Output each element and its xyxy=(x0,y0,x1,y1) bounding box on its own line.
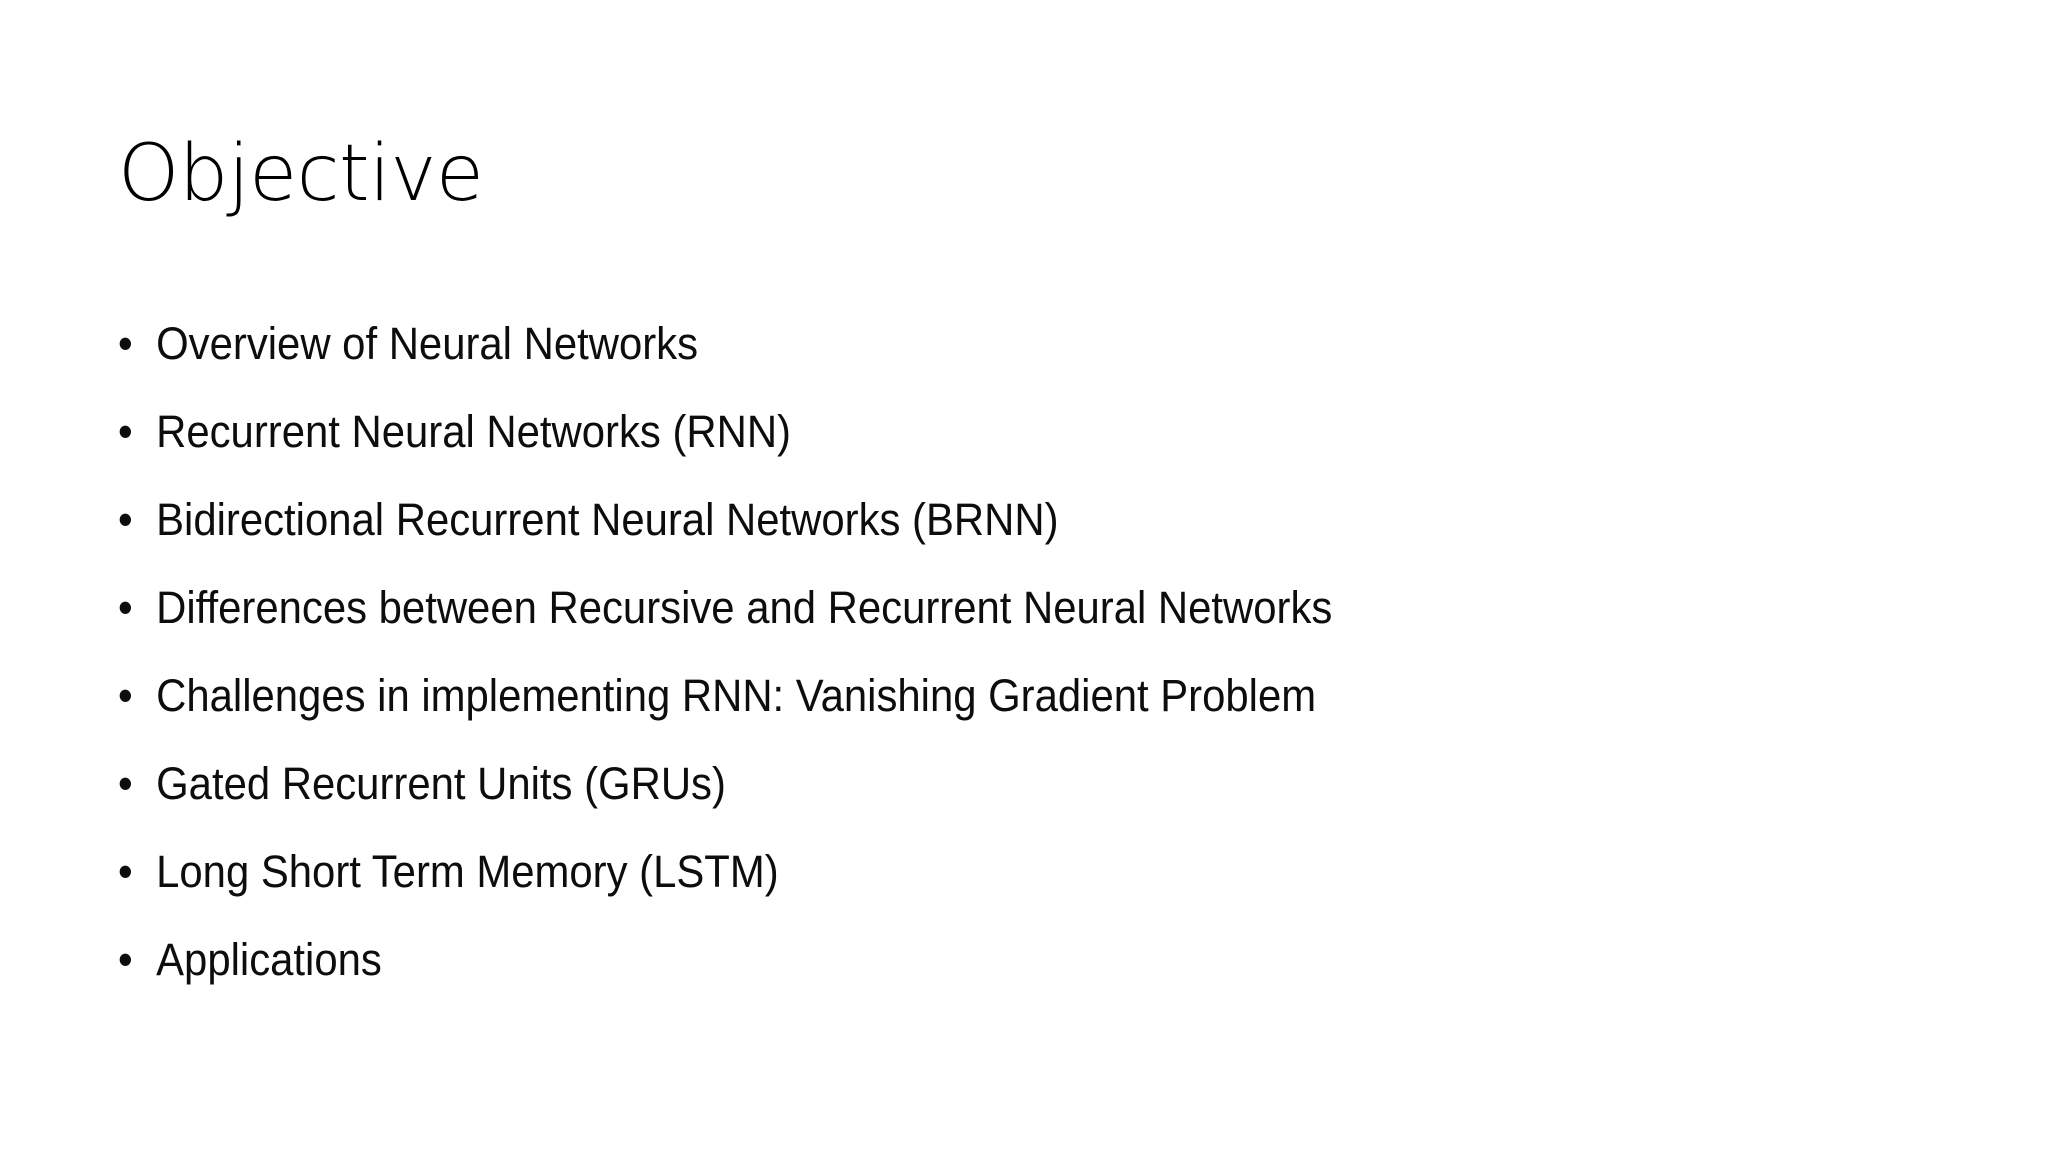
list-item-label: Gated Recurrent Units (GRUs) xyxy=(156,758,726,809)
list-item-label: Overview of Neural Networks xyxy=(156,318,699,369)
bullet-point-icon: • xyxy=(118,758,133,809)
bullet-point-icon: • xyxy=(118,406,133,457)
bullet-point-icon: • xyxy=(118,318,133,369)
list-item: • Gated Recurrent Units (GRUs) xyxy=(118,740,1839,828)
list-item: • Differences between Recursive and Recu… xyxy=(118,564,1839,652)
bullet-point-icon: • xyxy=(118,582,133,633)
bullet-point-icon: • xyxy=(118,934,133,985)
list-item: • Long Short Term Memory (LSTM) xyxy=(118,828,1839,916)
list-item-label: Long Short Term Memory (LSTM) xyxy=(156,846,779,897)
bullet-point-icon: • xyxy=(118,670,133,721)
list-item-label: Differences between Recursive and Recurr… xyxy=(156,582,1333,633)
list-item: • Recurrent Neural Networks (RNN) xyxy=(118,388,1839,476)
list-item: • Bidirectional Recurrent Neural Network… xyxy=(118,476,1839,564)
list-item-label: Challenges in implementing RNN: Vanishin… xyxy=(156,670,1317,721)
page-title: Objective xyxy=(118,129,484,220)
list-item-label: Applications xyxy=(156,934,382,985)
bullet-point-icon: • xyxy=(118,494,133,545)
list-item: • Applications xyxy=(118,916,1839,1004)
bullet-point-icon: • xyxy=(118,846,133,897)
list-item-label: Recurrent Neural Networks (RNN) xyxy=(156,406,792,457)
list-item-label: Bidirectional Recurrent Neural Networks … xyxy=(156,494,1059,545)
list-item: • Challenges in implementing RNN: Vanish… xyxy=(118,652,1839,740)
objective-bullet-list: • Overview of Neural Networks • Recurren… xyxy=(118,300,1968,1004)
list-item: • Overview of Neural Networks xyxy=(118,300,1839,388)
